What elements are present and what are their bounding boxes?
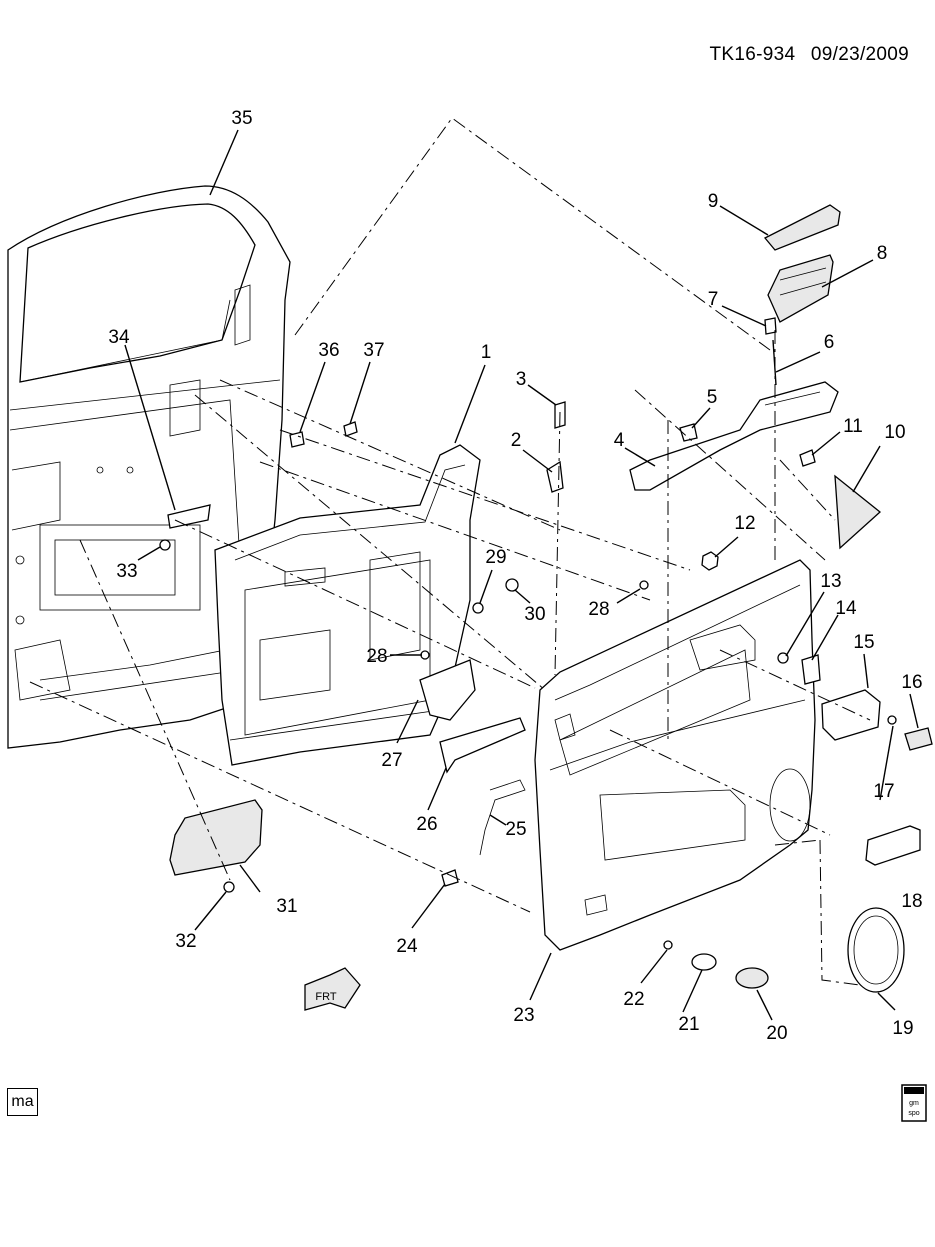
bracket-part-26 [439, 717, 526, 774]
drawing-header: TK16-934 09/23/2009 [709, 44, 909, 66]
regulator-part-27 [419, 659, 476, 721]
retainer-part-2 [546, 460, 564, 493]
trim-cover-part-10 [834, 474, 882, 550]
callout-29: 29 [485, 547, 506, 568]
callout-8: 8 [877, 243, 888, 264]
bezel-part-21 [691, 953, 717, 971]
callout-33: 33 [116, 561, 137, 582]
nut-part-12 [701, 551, 719, 571]
cap-part-16 [904, 727, 933, 751]
callout-31: 31 [276, 896, 297, 917]
switch-part-14 [801, 654, 821, 685]
callout-19: 19 [892, 1018, 913, 1039]
door-trim-panel-part-23 [534, 559, 816, 951]
callout-16: 16 [901, 672, 922, 693]
armrest-part-4 [629, 381, 839, 491]
clip-part-37 [343, 421, 358, 437]
callout-5: 5 [707, 387, 718, 408]
logo-gm-text: gm [909, 1100, 919, 1107]
window-switch-part-8 [767, 254, 834, 323]
callout-32: 32 [175, 931, 196, 952]
callout-17: 17 [873, 781, 894, 802]
screw-part-29 [472, 602, 484, 614]
callout-18: 18 [901, 891, 922, 912]
bracket-part-7 [764, 317, 777, 335]
callout-21: 21 [678, 1014, 699, 1035]
pin-part-24 [441, 869, 459, 887]
callout-35: 35 [231, 108, 252, 129]
callout-28-right: 28 [588, 599, 609, 620]
callout-28-left: 28 [366, 646, 387, 667]
callout-11: 11 [843, 416, 863, 437]
callout-7: 7 [708, 289, 719, 310]
callout-27: 27 [381, 750, 402, 771]
callout-10: 10 [884, 422, 905, 443]
callout-26: 26 [416, 814, 437, 835]
callout-labels: 35 1 3 2 4 5 6 7 8 9 10 11 12 13 14 15 1… [108, 108, 922, 1044]
handle-part-15 [821, 689, 881, 741]
gm-spo-logo: gm spo [901, 1084, 927, 1122]
drawing-date: 09/23/2009 [810, 44, 909, 65]
callout-12: 12 [734, 513, 755, 534]
screw-part-17 [887, 715, 897, 725]
harness-part-25 [479, 779, 526, 856]
lamp-part-18 [865, 825, 921, 866]
callout-37: 37 [363, 340, 384, 361]
callout-2: 2 [511, 430, 522, 451]
callout-20: 20 [766, 1023, 787, 1044]
callout-1: 1 [481, 342, 492, 363]
switch-bezel-part-9 [763, 204, 841, 251]
callout-13: 13 [820, 571, 841, 592]
callout-9: 9 [708, 191, 719, 212]
leader-lines [124, 129, 919, 1021]
callout-23: 23 [513, 1005, 534, 1026]
front-direction-arrow: FRT [304, 967, 361, 1011]
water-deflector-part-1 [214, 444, 481, 766]
callout-30: 30 [524, 604, 545, 625]
callout-36: 36 [318, 340, 339, 361]
callout-6: 6 [824, 332, 835, 353]
callout-24: 24 [396, 936, 418, 957]
clip-part-5 [679, 423, 698, 442]
reference-lines [29, 117, 871, 986]
callout-25: 25 [505, 819, 526, 840]
callout-3: 3 [516, 369, 527, 390]
clip-part-36 [289, 431, 305, 448]
frt-label: FRT [315, 991, 336, 1003]
grommet-part-30 [505, 578, 519, 592]
callout-34: 34 [108, 327, 130, 348]
clip-part-22 [663, 940, 673, 950]
plug-part-33 [159, 539, 171, 551]
callout-15: 15 [853, 632, 874, 653]
handle-part-31 [169, 799, 263, 876]
callout-14: 14 [835, 598, 857, 619]
screw-part-28 [639, 580, 649, 590]
logo-spo-text: spo [908, 1110, 919, 1117]
callout-4: 4 [614, 430, 625, 451]
callout-22: 22 [623, 989, 644, 1010]
screw-part-32 [223, 881, 235, 893]
clip-part-11 [799, 449, 816, 467]
bracket-part-34 [167, 504, 211, 529]
ma-label: ma [7, 1088, 38, 1116]
cover-part-20 [735, 967, 769, 989]
drawing-code: TK16-934 [709, 44, 796, 65]
speaker-part-19 [847, 907, 905, 993]
